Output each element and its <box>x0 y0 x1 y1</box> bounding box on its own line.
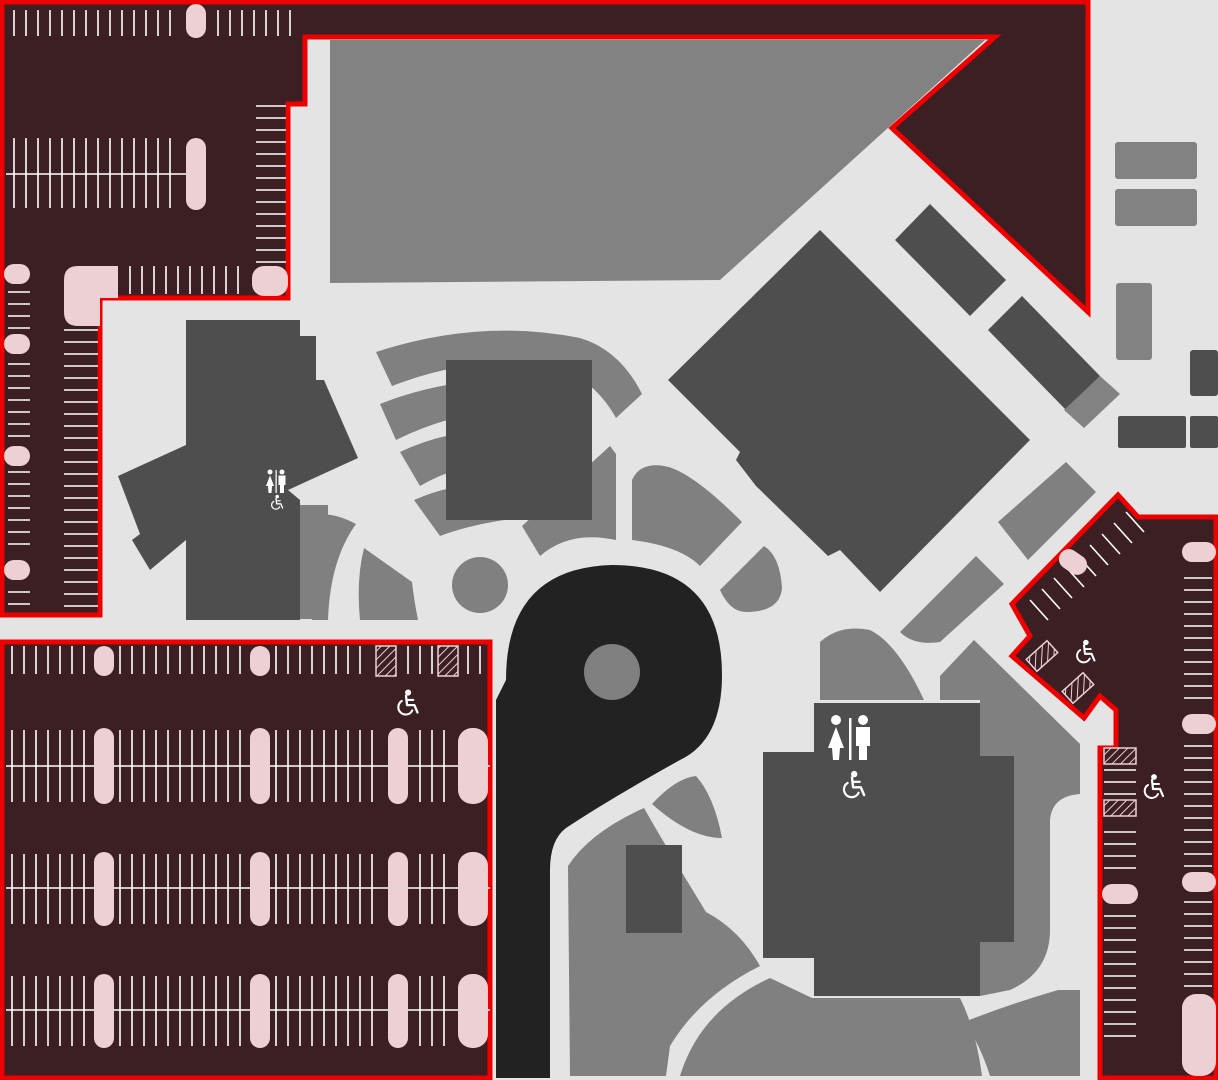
building-center[interactable] <box>446 360 592 520</box>
plaza-areas <box>300 330 1096 1076</box>
building-south-trim <box>980 942 1006 984</box>
restroom-icon[interactable] <box>266 469 286 494</box>
road-roundabout-center <box>584 644 640 700</box>
parking-stripe <box>1101 533 1121 555</box>
parking-lot-east[interactable] <box>1008 491 1218 1080</box>
building-south-annex[interactable] <box>626 845 682 933</box>
parking-lot-north-west[interactable] <box>0 0 1091 618</box>
restroom-icon[interactable] <box>828 715 870 760</box>
parking-stripe <box>1041 588 1061 610</box>
buildings-north-east[interactable] <box>1115 142 1197 360</box>
parking-stripe <box>1113 522 1133 544</box>
building-south[interactable] <box>763 703 1014 996</box>
accessible-parking-spaces <box>375 639 1137 817</box>
buildings-east-wings[interactable] <box>895 204 1218 448</box>
access-road[interactable] <box>496 565 722 1078</box>
parking-stripes <box>6 10 1212 1046</box>
building-large-north[interactable] <box>330 40 985 283</box>
walkway-circle <box>452 557 508 613</box>
parking-lot-south-west[interactable] <box>0 639 493 1080</box>
parking-stripe <box>1125 511 1145 533</box>
parking-stripe <box>1029 599 1049 621</box>
parking-stripe <box>1053 577 1073 599</box>
building-east-wing-light <box>1064 376 1120 428</box>
parking-islands <box>4 4 1216 1076</box>
building-north-east-large[interactable] <box>668 230 1030 592</box>
building-west[interactable] <box>118 320 358 620</box>
parking-stripe <box>1089 544 1109 566</box>
